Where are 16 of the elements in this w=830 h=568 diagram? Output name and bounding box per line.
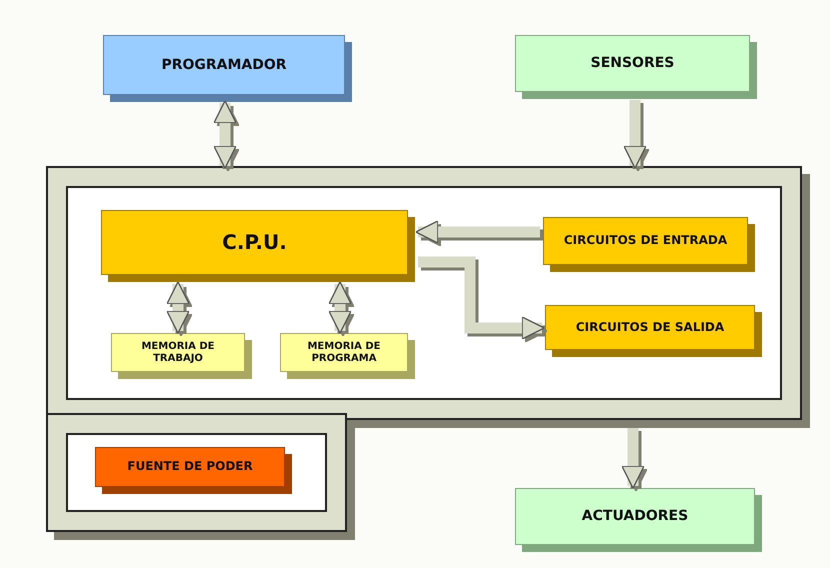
box-label: PROGRAMADOR [160,56,288,74]
block-arrow [328,281,352,334]
box-label: CIRCUITOS DE SALIDA [574,320,726,334]
block-arrow [166,281,190,334]
box-label: CIRCUITOS DE ENTRADA [562,234,728,248]
box-label: ACTUADORES [580,508,690,525]
box-label: FUENTE DE PODER [126,460,254,474]
block-arrow [621,428,645,489]
box-label: SENSORES [590,55,676,72]
box-label: C.P.U. [221,231,288,254]
block-arrow [418,256,545,340]
box-label: MEMORIA DE PROGRAMA [306,341,382,364]
block-arrow [415,220,540,244]
box-label: MEMORIA DE TRABAJO [140,341,216,364]
block-arrow [213,100,237,169]
block-arrow [623,100,647,169]
